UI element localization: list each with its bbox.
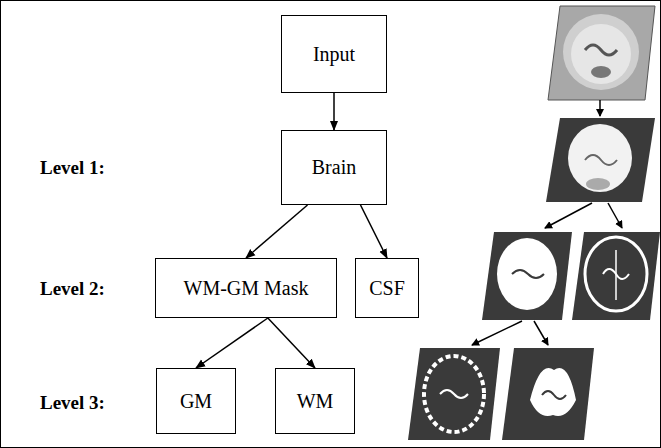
level-label: Level 3: xyxy=(40,392,105,414)
arrow-connector xyxy=(333,93,335,130)
box-label: WM-GM Mask xyxy=(178,277,315,300)
box-label: Brain xyxy=(306,156,362,179)
box-label: Input xyxy=(307,43,361,66)
process-box: GM xyxy=(156,368,236,434)
arrow-connector xyxy=(361,205,388,258)
box-label: GM xyxy=(174,390,218,413)
box-label: WM xyxy=(291,390,340,413)
gm-image xyxy=(408,348,500,440)
csf-image xyxy=(572,232,660,320)
process-box: WM-GM Mask xyxy=(155,258,337,318)
level-label: Level 2: xyxy=(40,278,105,300)
wm-image xyxy=(502,348,594,440)
process-box: WM xyxy=(275,368,355,434)
brain-mask-image xyxy=(546,118,655,202)
box-label: CSF xyxy=(363,277,411,300)
level-label: Level 1: xyxy=(40,157,105,179)
wm-gm-image xyxy=(482,232,572,320)
mri-input xyxy=(548,6,655,100)
process-box: Input xyxy=(281,15,387,93)
arrow-connector xyxy=(268,318,315,368)
arrow-connector xyxy=(246,205,308,258)
arrow-connector xyxy=(196,318,268,368)
process-box: Brain xyxy=(281,130,387,205)
process-box: CSF xyxy=(355,258,419,318)
